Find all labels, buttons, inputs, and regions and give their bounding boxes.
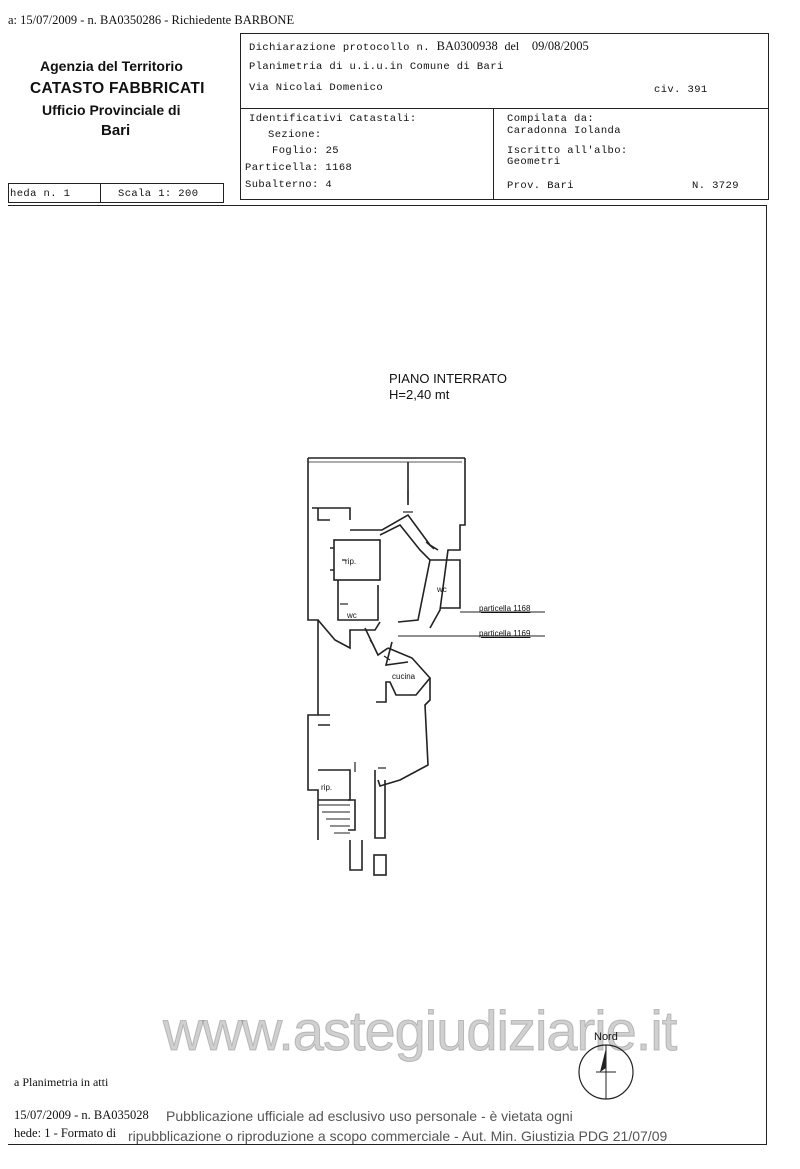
civic-number: civ. 391	[654, 84, 708, 96]
particella-1169-label: particella 1169	[479, 629, 531, 638]
drawing-frame-bottom	[8, 1144, 767, 1146]
footer-format: hede: 1 - Formato di	[14, 1126, 117, 1140]
subalterno: Subalterno: 4	[245, 179, 333, 191]
wall-right-upper	[429, 458, 466, 629]
scheda-box	[8, 183, 224, 203]
plan-height: H=2,40 mt	[389, 387, 450, 402]
rip-room-1	[333, 539, 381, 581]
watermark: www.astegiudiziarie.it	[162, 999, 677, 1063]
planimetria-atti: a Planimetria in atti	[14, 1075, 109, 1089]
particella-1168-label: particella 1168	[479, 604, 531, 613]
footer-reference: 15/07/2009 - n. BA035028	[14, 1108, 149, 1122]
drawing-frame	[8, 205, 767, 1145]
floor-plan	[307, 457, 545, 876]
room-cucina: cucina	[392, 672, 416, 681]
rip-room-2	[318, 769, 351, 801]
declaration-divider-v	[493, 108, 495, 200]
scala-label: Scala 1: 200	[118, 188, 199, 200]
room-rip-1: rip.	[345, 557, 357, 566]
iscritto-label: Iscritto all'albo:	[507, 145, 628, 157]
protocol-number: BA0300938	[436, 39, 498, 53]
street-address: Via Nicolai Domenico	[249, 82, 384, 94]
protocol-line: Dichiarazione protocollo n. BA0300938 de…	[249, 39, 589, 54]
agency-name: Agenzia del Territorio	[40, 58, 183, 74]
cucina-room	[376, 647, 432, 703]
identifiers-title: Identificativi Catastali:	[249, 113, 417, 125]
protocol-label: Dichiarazione protocollo n.	[249, 42, 430, 54]
footer-notice-1: Pubblicazione ufficiale ad esclusivo uso…	[166, 1108, 573, 1124]
north-arrow-icon	[578, 1044, 634, 1100]
compilata-name: Caradonna Iolanda	[507, 125, 621, 137]
planimetria-line: Planimetria di u.i.u.in Comune di Bari	[249, 61, 504, 73]
catasto-title: CATASTO FABBRICATI	[30, 80, 205, 97]
declaration-divider-h	[240, 108, 769, 110]
albo-number: N. 3729	[692, 180, 739, 192]
scheda-number: heda n. 1	[10, 188, 71, 200]
top-reference-line: a: 15/07/2009 - n. BA0350286 - Richieden…	[8, 13, 295, 27]
room-rip-2: rip.	[321, 783, 333, 792]
wall-diagonal-upper	[350, 513, 439, 551]
particella: Particella: 1168	[245, 162, 353, 174]
protocol-date: 09/08/2005	[531, 39, 589, 53]
room-wc-left: wc	[347, 611, 357, 620]
room-wc-right: wc	[437, 585, 447, 594]
date-label: del	[504, 39, 520, 53]
wall-left	[307, 458, 319, 840]
footer-notice-2: ripubblicazione o riproduzione a scopo c…	[128, 1128, 668, 1144]
north-label: Nord	[594, 1031, 618, 1043]
wall-diagonal-inner	[379, 523, 431, 623]
sezione: Sezione:	[268, 129, 322, 141]
foglio: Foglio: 25	[272, 145, 340, 157]
scheda-divider	[100, 183, 102, 203]
province: Prov. Bari	[507, 180, 575, 192]
ufficio-label: Ufficio Provinciale di	[42, 102, 181, 118]
ufficio-city: Bari	[101, 122, 131, 139]
declaration-box	[240, 33, 769, 200]
compilata-label: Compilata da:	[507, 113, 595, 125]
plan-title: PIANO INTERRATO	[389, 371, 507, 386]
wall-right-lower	[377, 678, 431, 787]
iscritto-value: Geometri	[507, 156, 561, 168]
